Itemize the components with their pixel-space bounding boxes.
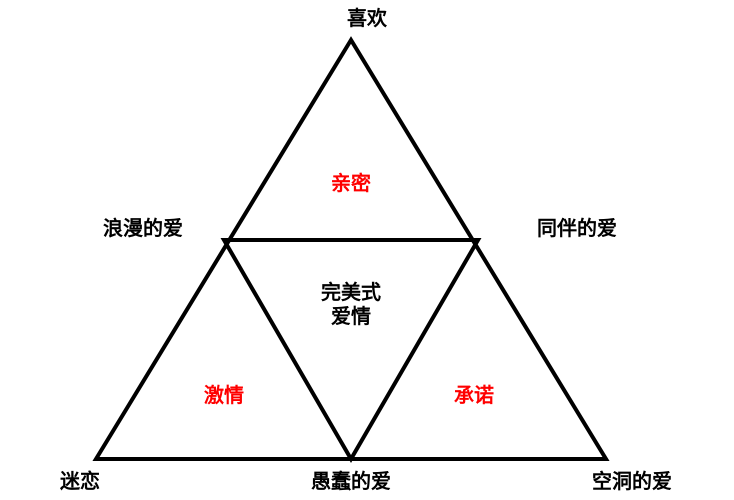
center-label-consummate-love: 完美式 爱情: [271, 280, 431, 328]
center-label-line2: 爱情: [331, 304, 371, 328]
component-label-commitment: 承诺: [454, 383, 494, 407]
edge-label-left: 浪漫的爱: [103, 216, 183, 240]
edge-label-bottom: 愚蠢的爱: [311, 469, 391, 493]
component-label-intimacy: 亲密: [331, 171, 371, 195]
vertex-label-top: 喜欢: [347, 6, 387, 30]
component-label-passion: 激情: [204, 383, 244, 407]
edge-label-right: 同伴的爱: [537, 216, 617, 240]
vertex-label-bottom-left: 迷恋: [60, 469, 100, 493]
center-label-line1: 完美式: [321, 280, 381, 304]
inner-triangle: [220, 238, 482, 463]
vertex-label-bottom-right: 空洞的爱: [592, 469, 672, 493]
